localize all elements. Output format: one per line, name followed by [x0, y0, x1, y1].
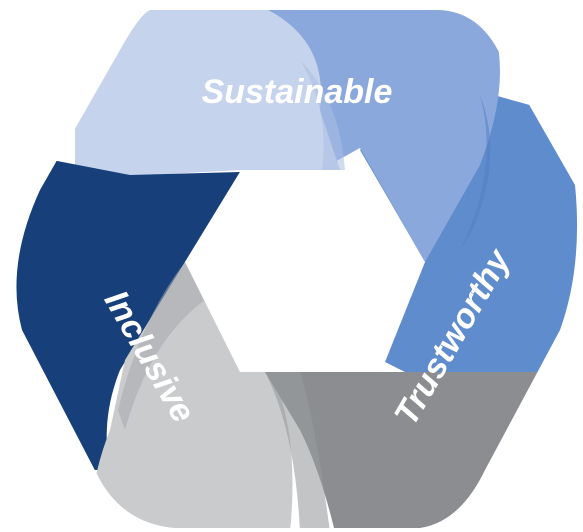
- fold-shadow-left: [118, 262, 205, 430]
- fold-shadow-bottom: [265, 372, 330, 528]
- segment-inclusive-fold: [90, 262, 293, 528]
- fold-shadow-right: [460, 95, 491, 250]
- label-sustainable: Sustainable: [202, 73, 393, 111]
- center-hexagon: [185, 172, 425, 372]
- segment-inclusive: [16, 150, 240, 470]
- segment-sustainable: [75, 10, 340, 175]
- fold-shadow-top: [300, 60, 345, 170]
